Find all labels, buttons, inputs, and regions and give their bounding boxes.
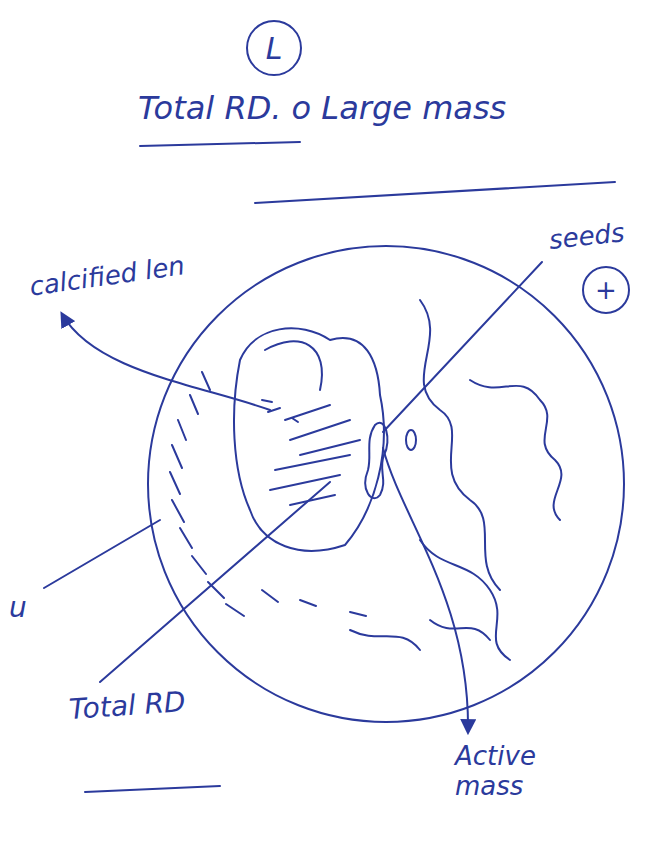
seeds-cluster (365, 423, 387, 498)
annotation-label: Total RD (65, 686, 190, 727)
title: Total RD. o Large mass (135, 90, 509, 127)
small-oval (406, 430, 416, 450)
retina-fold (420, 300, 500, 590)
circled-mark: + (582, 266, 630, 314)
mass-hatching (270, 405, 360, 505)
leader-line (383, 262, 542, 432)
mass-scribble (265, 341, 322, 390)
circled-mark: L (246, 20, 302, 76)
annotation-label: calcified len (25, 251, 190, 303)
mark-text: L (266, 31, 283, 66)
leader-line (100, 482, 330, 682)
mark-text: + (595, 275, 617, 305)
annotation-label: Active mass (452, 742, 608, 802)
leader-line (62, 314, 270, 410)
retina-fold (420, 540, 510, 660)
annotation-label: seeds (545, 218, 629, 256)
label-underline (85, 786, 220, 792)
globe-outline (148, 246, 624, 722)
retina-fold (470, 380, 561, 520)
retina-fold (350, 620, 490, 650)
title-underline (140, 142, 300, 146)
annotation-label: u (6, 592, 30, 624)
leader-line (44, 520, 160, 588)
rule-line (255, 182, 615, 203)
mass-scribble (262, 400, 298, 422)
leader-line (383, 448, 468, 732)
mass-outline (234, 328, 384, 550)
